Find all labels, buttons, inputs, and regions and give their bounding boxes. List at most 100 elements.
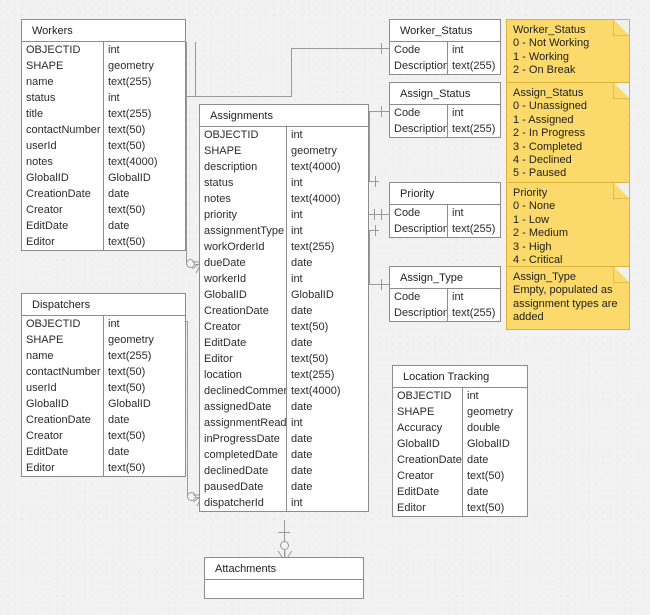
field-type: text(50)	[108, 204, 146, 216]
table-row: status int	[200, 175, 368, 191]
field-name	[205, 580, 363, 598]
field-type: int	[291, 177, 303, 189]
field-type: text(4000)	[291, 193, 341, 205]
entity-title-priority: Priority	[390, 183, 500, 205]
field-name: OBJECTID	[200, 127, 287, 143]
field-name: notes	[22, 154, 104, 170]
field-name: OBJECTID	[22, 316, 104, 332]
field-name: workOrderId	[200, 239, 287, 255]
note-fold-icon	[613, 83, 629, 99]
field-type: text(255)	[452, 307, 496, 319]
field-type: date	[467, 454, 489, 466]
connector-status-h2	[369, 111, 389, 112]
field-type: geometry	[291, 145, 337, 157]
field-type: text(4000)	[291, 385, 341, 397]
note-line: 2 - On Break	[513, 64, 576, 77]
note-title: Worker_Status	[513, 24, 586, 36]
field-type: date	[108, 446, 130, 458]
note-line: 3 - Completed	[513, 140, 583, 153]
table-row: Creator text(50)	[22, 202, 185, 218]
field-name: status	[200, 175, 287, 191]
note-line: 4 - Declined	[513, 154, 572, 167]
field-name: SHAPE	[200, 143, 287, 159]
field-type: text(255)	[291, 241, 335, 253]
connector-workers-status-h2	[291, 48, 389, 49]
field-name: Editor	[22, 460, 104, 476]
table-row: CreationDate date	[393, 452, 527, 468]
table-row: EditDate date	[393, 484, 527, 500]
field-type: int	[108, 318, 120, 330]
field-name: priority	[200, 207, 287, 223]
field-type: text(50)	[108, 382, 146, 394]
field-name: EditDate	[393, 484, 463, 500]
note-title: Assign_Type	[513, 271, 576, 283]
field-name: title	[22, 106, 104, 122]
field-name: SHAPE	[22, 58, 104, 74]
field-type: text(255)	[108, 108, 152, 120]
entity-body-attachments	[205, 580, 363, 598]
field-name: dueDate	[200, 255, 287, 271]
field-type: text(255)	[452, 223, 496, 235]
field-type: date	[291, 337, 313, 349]
field-type: int	[452, 107, 464, 119]
field-name: Description	[390, 221, 448, 237]
connector-workers-status-stub	[195, 42, 196, 96]
field-name: description	[200, 159, 287, 175]
note-line: 0 - Not Working	[513, 37, 590, 50]
note-line: 2 - Medium	[513, 227, 569, 240]
field-name: Creator	[22, 202, 104, 218]
connector-type-v	[369, 230, 370, 284]
field-type: date	[108, 188, 130, 200]
field-name: GlobalID	[393, 436, 463, 452]
connector-workers-status-v	[291, 48, 292, 97]
field-type: date	[291, 449, 313, 461]
field-type: int	[291, 273, 303, 285]
field-name: inProgressDate	[200, 431, 287, 447]
field-name: contactNumber	[22, 364, 104, 380]
entity-body-assignments: OBJECTID int SHAPE geometry description text(…	[200, 127, 368, 511]
field-name: CreationDate	[393, 452, 463, 468]
field-type: text(255)	[291, 369, 335, 381]
connector-type-h2	[369, 284, 389, 285]
one-tick-assignments-type	[375, 225, 376, 236]
field-type: date	[467, 486, 489, 498]
field-type: text(255)	[452, 60, 496, 72]
connector-attachments-tick	[278, 532, 290, 533]
field-name: CreationDate	[200, 303, 287, 319]
note-line: 4 - Critical	[513, 254, 563, 267]
field-type: double	[467, 422, 501, 434]
entity-attachments[interactable]: Attachments	[204, 557, 364, 599]
zero-circle-workers-assignments	[186, 259, 195, 268]
note-fold-icon	[613, 267, 629, 283]
field-name: completedDate	[200, 447, 287, 463]
